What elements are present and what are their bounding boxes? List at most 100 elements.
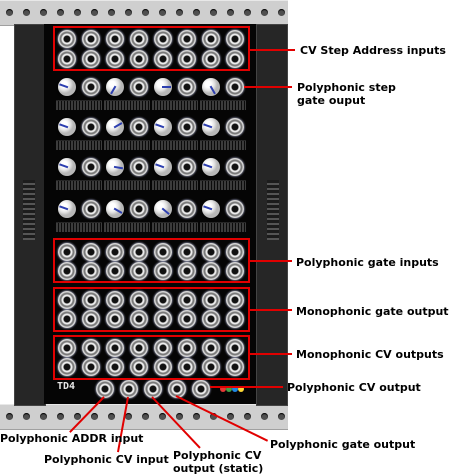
polyphonic-step-gate-output-jack[interactable] [178,200,196,218]
monophonic-cv-output-jack[interactable] [154,339,172,357]
cv-step-address-input-jack[interactable] [58,30,76,48]
step-cv-knob[interactable] [106,118,124,136]
step-cv-knob[interactable] [202,200,220,218]
polyphonic-gate-input-jack[interactable] [106,262,124,280]
polyphonic-gate-input-jack[interactable] [130,243,148,261]
polyphonic-step-gate-output-jack[interactable] [178,78,196,96]
cv-step-address-input-jack[interactable] [202,30,220,48]
monophonic-cv-output-jack[interactable] [58,339,76,357]
polyphonic-step-gate-output-jack[interactable] [226,200,244,218]
polyphonic-step-gate-output-jack[interactable] [130,118,148,136]
step-cv-knob[interactable] [106,78,124,96]
polyphonic-cv-output-jack[interactable] [192,380,210,398]
monophonic-cv-output-jack[interactable] [82,339,100,357]
monophonic-cv-output-jack[interactable] [178,339,196,357]
cv-step-address-input-jack[interactable] [154,30,172,48]
polyphonic-step-gate-output-jack[interactable] [226,118,244,136]
polyphonic-gate-input-jack[interactable] [106,243,124,261]
polyphonic-cv-output-static-jack[interactable] [144,380,162,398]
monophonic-cv-output-jack[interactable] [58,358,76,376]
cv-step-address-input-jack[interactable] [178,30,196,48]
cv-step-address-input-jack[interactable] [202,50,220,68]
polyphonic-addr-input-jack[interactable] [96,380,114,398]
polyphonic-gate-output-jack[interactable] [168,380,186,398]
monophonic-cv-output-jack[interactable] [106,339,124,357]
monophonic-cv-output-jack[interactable] [106,358,124,376]
cv-step-address-input-jack[interactable] [226,50,244,68]
polyphonic-step-gate-output-jack[interactable] [178,158,196,176]
monophonic-cv-output-jack[interactable] [82,358,100,376]
cv-step-address-input-jack[interactable] [154,50,172,68]
step-cv-knob[interactable] [106,158,124,176]
monophonic-gate-output-jack[interactable] [178,310,196,328]
monophonic-cv-output-jack[interactable] [226,339,244,357]
cv-step-address-input-jack[interactable] [130,50,148,68]
step-cv-knob[interactable] [202,118,220,136]
cv-step-address-input-jack[interactable] [82,30,100,48]
polyphonic-gate-input-jack[interactable] [82,243,100,261]
monophonic-cv-output-jack[interactable] [202,339,220,357]
polyphonic-gate-input-jack[interactable] [154,262,172,280]
monophonic-gate-output-jack[interactable] [82,310,100,328]
monophonic-gate-output-jack[interactable] [202,310,220,328]
cv-step-address-input-jack[interactable] [106,30,124,48]
step-cv-knob[interactable] [58,200,76,218]
polyphonic-step-gate-output-jack[interactable] [178,118,196,136]
monophonic-cv-output-jack[interactable] [202,358,220,376]
monophonic-cv-output-jack[interactable] [154,358,172,376]
step-cv-knob[interactable] [154,200,172,218]
cv-step-address-input-jack[interactable] [178,50,196,68]
monophonic-gate-output-jack[interactable] [154,310,172,328]
polyphonic-gate-input-jack[interactable] [58,262,76,280]
polyphonic-gate-input-jack[interactable] [82,262,100,280]
step-cv-knob[interactable] [58,78,76,96]
polyphonic-gate-input-jack[interactable] [202,262,220,280]
polyphonic-gate-input-jack[interactable] [226,262,244,280]
monophonic-gate-output-jack[interactable] [226,310,244,328]
polyphonic-step-gate-output-jack[interactable] [226,78,244,96]
monophonic-cv-output-jack[interactable] [130,358,148,376]
polyphonic-gate-input-jack[interactable] [226,243,244,261]
step-cv-knob[interactable] [58,158,76,176]
step-cv-knob[interactable] [202,158,220,176]
polyphonic-step-gate-output-jack[interactable] [82,158,100,176]
step-cv-knob[interactable] [202,78,220,96]
step-cv-knob[interactable] [154,118,172,136]
polyphonic-step-gate-output-jack[interactable] [130,78,148,96]
cv-step-address-input-jack[interactable] [58,50,76,68]
monophonic-gate-output-jack[interactable] [154,291,172,309]
monophonic-gate-output-jack[interactable] [226,291,244,309]
polyphonic-step-gate-output-jack[interactable] [130,200,148,218]
monophonic-gate-output-jack[interactable] [58,310,76,328]
polyphonic-step-gate-output-jack[interactable] [130,158,148,176]
monophonic-gate-output-jack[interactable] [106,310,124,328]
polyphonic-gate-input-jack[interactable] [154,243,172,261]
polyphonic-step-gate-output-jack[interactable] [82,118,100,136]
step-cv-knob[interactable] [154,158,172,176]
polyphonic-cv-input-jack[interactable] [120,380,138,398]
polyphonic-gate-input-jack[interactable] [58,243,76,261]
polyphonic-step-gate-output-jack[interactable] [82,78,100,96]
monophonic-cv-output-jack[interactable] [178,358,196,376]
monophonic-gate-output-jack[interactable] [58,291,76,309]
polyphonic-gate-input-jack[interactable] [178,262,196,280]
monophonic-gate-output-jack[interactable] [130,291,148,309]
monophonic-gate-output-jack[interactable] [130,310,148,328]
polyphonic-gate-input-jack[interactable] [202,243,220,261]
polyphonic-gate-input-jack[interactable] [178,243,196,261]
step-cv-knob[interactable] [106,200,124,218]
polyphonic-step-gate-output-jack[interactable] [226,158,244,176]
monophonic-gate-output-jack[interactable] [106,291,124,309]
step-cv-knob[interactable] [154,78,172,96]
cv-step-address-input-jack[interactable] [130,30,148,48]
cv-step-address-input-jack[interactable] [226,30,244,48]
polyphonic-step-gate-output-jack[interactable] [82,200,100,218]
monophonic-cv-output-jack[interactable] [130,339,148,357]
monophonic-gate-output-jack[interactable] [202,291,220,309]
polyphonic-gate-input-jack[interactable] [130,262,148,280]
monophonic-cv-output-jack[interactable] [226,358,244,376]
monophonic-gate-output-jack[interactable] [82,291,100,309]
cv-step-address-input-jack[interactable] [82,50,100,68]
step-cv-knob[interactable] [58,118,76,136]
monophonic-gate-output-jack[interactable] [178,291,196,309]
